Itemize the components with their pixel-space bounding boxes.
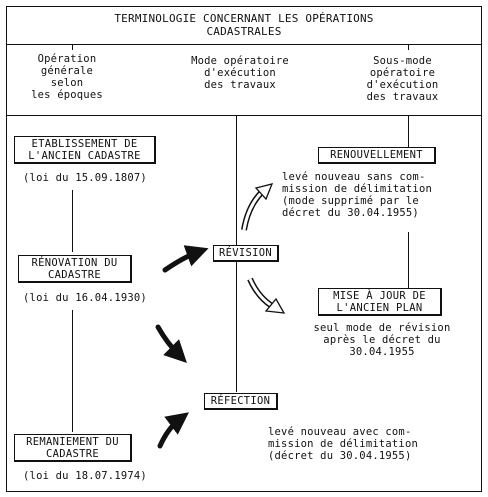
diagram-frame: [6, 6, 482, 492]
renovation-date: (loi du 16.04.1930): [23, 292, 147, 304]
arrow-revision-to-mise-a-jour: [247, 277, 286, 314]
column-header-general: Opération générale selon les époques: [31, 53, 103, 101]
etablissement-box: ETABLISSEMENT DE L'ANCIEN CADASTRE: [14, 136, 156, 164]
arrow-remaniement-to-refection: [157, 412, 189, 449]
header-separator-right: [408, 44, 409, 50]
timeline-right: [408, 232, 409, 288]
etablissement-date: (loi du 15.09.1807): [23, 172, 147, 184]
arrow-renovation-to-refection: [155, 324, 187, 363]
header-separator-left: [72, 44, 73, 50]
header-divider: [6, 115, 482, 116]
revision-box: RÉVISION: [213, 245, 279, 262]
timeline-left: [72, 190, 73, 252]
arrow-renovation-to-revision: [162, 245, 209, 273]
mise-a-jour-box: MISE À JOUR DE L'ANCIEN PLAN: [318, 288, 442, 316]
remaniement-date: (loi du 18.07.1974): [23, 470, 147, 482]
refection-box: RÉFECTION: [204, 393, 278, 410]
mise-a-jour-note: seul mode de révision après le décret du…: [313, 322, 451, 358]
timeline-middle: [236, 115, 237, 245]
title-divider: [6, 44, 482, 45]
diagram-title: TERMINOLOGIE CONCERNANT LES OPÉRATIONS C…: [114, 12, 374, 38]
arrow-revision-to-renouvellement: [241, 183, 274, 231]
timeline-middle: [236, 262, 237, 392]
renovation-box: RÉNOVATION DU CADASTRE: [18, 255, 132, 283]
timeline-right: [408, 115, 409, 147]
renouvellement-box: RENOUVELLEMENT: [318, 147, 436, 164]
refection-note: levé nouveau avec com- mission de délimi…: [268, 426, 418, 462]
remaniement-box: REMANIEMENT DU CADASTRE: [14, 434, 132, 462]
column-header-mode: Mode opératoire d'exécution des travaux: [191, 55, 289, 91]
renouvellement-note: levé nouveau sans com- mission de délimi…: [282, 171, 432, 219]
timeline-left: [72, 310, 73, 432]
column-header-submode: Sous-mode opératoire d'exécution des tra…: [366, 55, 439, 103]
